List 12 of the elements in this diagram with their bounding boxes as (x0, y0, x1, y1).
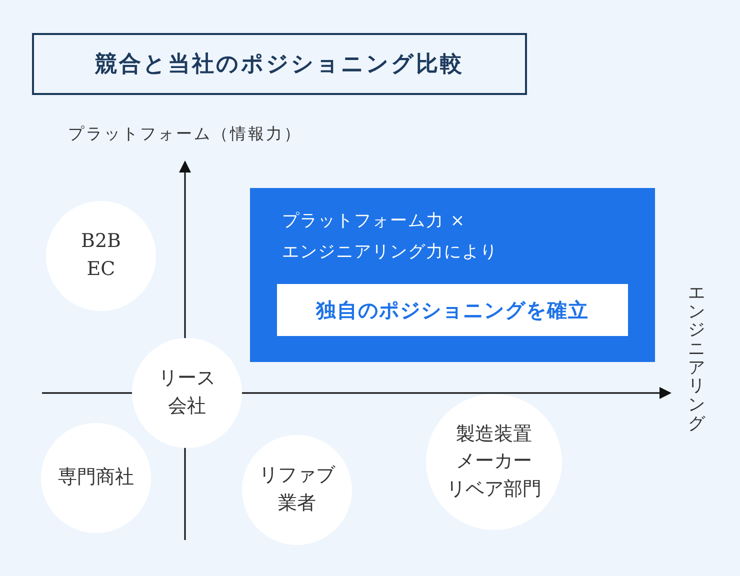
category-label: 専門商社 (58, 465, 134, 490)
panel-text: プラットフォーム力 × エンジニアリング力により (282, 210, 499, 264)
title: 競合と当社のポジショニング比較 (32, 33, 527, 95)
axis-label: プラットフォーム（情報力） (68, 124, 302, 145)
category-label: リベア部門 (446, 476, 542, 502)
category-label: リファブ業者 (259, 463, 335, 516)
positioning-box: 独自のポジショニングを確立 (277, 284, 628, 336)
axis-label: エンジニアリング (688, 284, 705, 434)
highlight-panel (250, 188, 655, 362)
category-label: 製造装置メーカー (456, 422, 532, 474)
category-label: B2B EC (80, 229, 122, 282)
category-label: リース会社 (158, 366, 216, 419)
